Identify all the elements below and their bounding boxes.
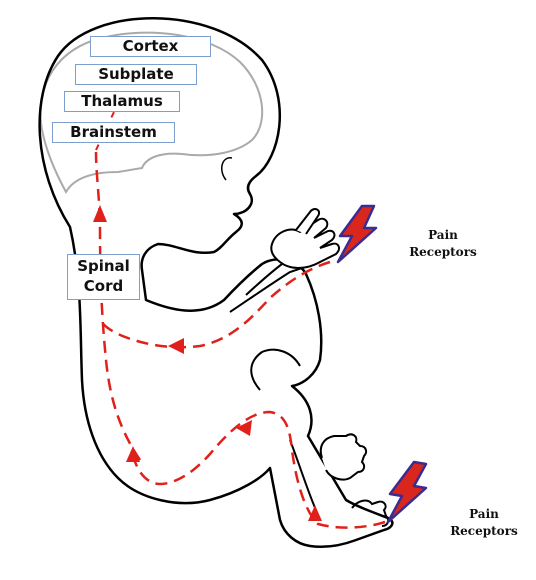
hand-pathway	[98, 260, 331, 349]
pain-receptors-foot-line1: Pain	[469, 507, 499, 521]
arrowhead-icon	[308, 505, 322, 521]
pain-receptors-foot-label: Pain Receptors	[438, 506, 530, 540]
spinal-cord-label-line2: Cord	[83, 277, 124, 295]
cortex-label: Cortex	[90, 36, 211, 57]
arrowhead-icon	[236, 420, 252, 436]
brainstem-label: Brainstem	[52, 122, 175, 143]
pain-receptors-foot-line2: Receptors	[450, 524, 518, 538]
spinal-cord-label: Spinal Cord	[67, 254, 140, 300]
arrowhead-icon	[93, 205, 107, 222]
arrowhead-icon	[168, 338, 184, 354]
leg-outline	[250, 348, 301, 391]
arrowhead-icon	[126, 446, 140, 462]
foot-pathway	[130, 410, 386, 529]
pain-receptors-hand-label: Pain Receptors	[393, 227, 493, 261]
pain-receptors-hand-line2: Receptors	[409, 245, 477, 259]
thalamus-label: Thalamus	[64, 91, 180, 112]
hand-outline	[270, 217, 340, 269]
foot-outline-upper	[319, 433, 368, 481]
spinal-cord-label-line1: Spinal	[77, 257, 130, 275]
subplate-label: Subplate	[75, 64, 197, 85]
pain-receptors-hand-line1: Pain	[428, 228, 458, 242]
lightning-bolt-icon	[386, 460, 428, 524]
fetus-body-outline	[38, 17, 394, 548]
ear-outline	[221, 157, 233, 181]
lightning-bolt-icon	[336, 204, 378, 264]
spinal-pathway	[94, 151, 142, 461]
